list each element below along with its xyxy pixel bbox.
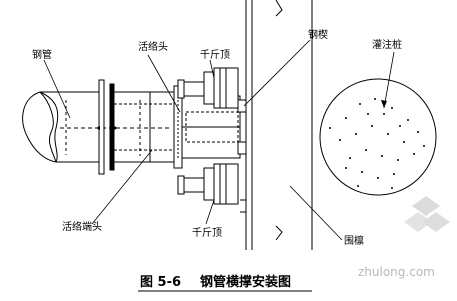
label-bored-pile: 灌注桩 bbox=[372, 38, 402, 51]
pipe-flange bbox=[98, 79, 115, 175]
label-purlin: 围檩 bbox=[344, 234, 364, 247]
label-steel-wedge: 钢楔 bbox=[308, 28, 328, 41]
label-jack-bottom: 千斤顶 bbox=[192, 227, 222, 239]
watermark-text: zhulong.com bbox=[358, 265, 435, 279]
label-steel-pipe: 钢管 bbox=[32, 48, 52, 61]
figure-title: 钢管横撑安装图 bbox=[200, 274, 291, 290]
steel-pipe bbox=[22, 91, 170, 163]
label-jack-top: 千斤顶 bbox=[200, 49, 230, 61]
movable-end-head bbox=[113, 91, 175, 163]
jack-top bbox=[177, 67, 239, 109]
direction-marks bbox=[96, 126, 118, 130]
label-movable-head: 活络头 bbox=[138, 40, 168, 53]
purlin-beam bbox=[240, 0, 313, 250]
leader-arrows bbox=[381, 100, 387, 108]
jack-bottom bbox=[177, 163, 239, 205]
label-movable-end-head: 活络端头 bbox=[62, 220, 102, 233]
leader-lines bbox=[43, 39, 395, 241]
watermark-logo bbox=[404, 196, 450, 232]
figure-number: 图 5-6 bbox=[140, 275, 181, 290]
bored-pile bbox=[319, 78, 437, 196]
